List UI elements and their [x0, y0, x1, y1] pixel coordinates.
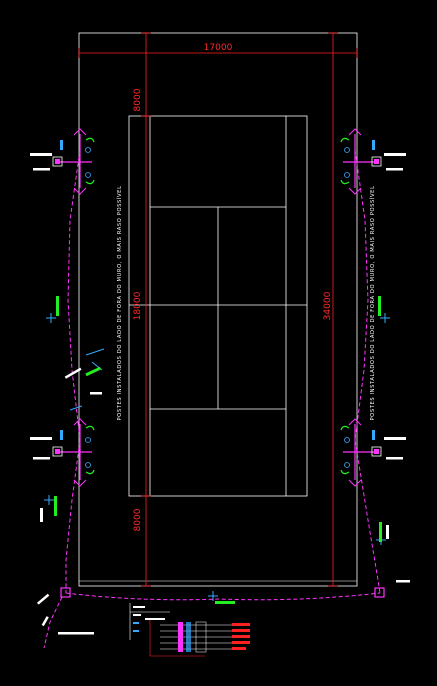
dim-end-bottom: 8000: [133, 508, 143, 531]
enclosure-outline: [78, 32, 358, 587]
note-right: POSTES INSTALADOS DO LADO DE FORA DO MUR…: [369, 185, 376, 420]
panel-diagram: [129, 603, 250, 657]
cable-route: [43, 149, 381, 649]
white-tags: [36, 367, 410, 635]
dim-width-total: 17000: [204, 43, 233, 53]
light-pole-top-left: [30, 128, 95, 195]
junction-box-bottom-left: [60, 587, 71, 598]
dim-court-length: 18000: [133, 291, 143, 320]
cable-labels: [54, 296, 382, 604]
tennis-court: [128, 115, 308, 497]
note-left: POSTES INSTALADOS DO LADO DE FORA DO MUR…: [116, 185, 123, 420]
dim-length-total: 34000: [323, 291, 333, 320]
cable-markers: [44, 313, 390, 601]
junction-box-bottom-right: [374, 587, 385, 598]
light-pole-bottom-left: [30, 418, 95, 487]
light-pole-bottom-right: [340, 418, 406, 487]
dim-end-top: 8000: [133, 88, 143, 111]
light-pole-top-right: [340, 128, 406, 195]
dimension-lines: [78, 32, 358, 587]
